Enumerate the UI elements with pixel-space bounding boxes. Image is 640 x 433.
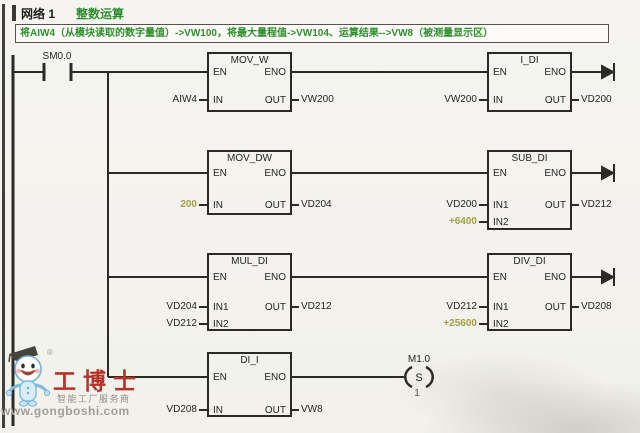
pin-in: IN bbox=[213, 200, 223, 211]
pin-en: EN bbox=[213, 372, 227, 383]
network-marker-bar bbox=[12, 5, 16, 21]
pin-in1: IN1 bbox=[213, 302, 229, 313]
pin-in2: IN2 bbox=[493, 319, 509, 330]
pin-eno: ENO bbox=[264, 372, 286, 383]
operand-vd212[interactable]: VD212 bbox=[446, 301, 477, 312]
operand-vd200[interactable]: VD200 bbox=[581, 94, 612, 105]
operand-const-6400[interactable]: +6400 bbox=[448, 216, 477, 227]
operand-vd200[interactable]: VD200 bbox=[446, 199, 477, 210]
pin-eno: ENO bbox=[264, 272, 286, 283]
operand-vd208[interactable]: VD208 bbox=[581, 301, 612, 312]
mascot-icon bbox=[5, 346, 51, 407]
operand-sm0-0[interactable]: SM0.0 bbox=[42, 51, 72, 62]
pin-in: IN bbox=[213, 95, 223, 106]
contact-sm0-0[interactable] bbox=[42, 63, 73, 81]
rung-open-arrow bbox=[572, 268, 616, 286]
pin-out: OUT bbox=[264, 200, 286, 211]
pin-out: OUT bbox=[264, 95, 286, 106]
network-label: 网络 1 bbox=[21, 7, 56, 21]
block-title: DIV_DI bbox=[513, 256, 546, 267]
coil-symbol: S bbox=[415, 372, 422, 384]
pin-out: OUT bbox=[264, 302, 286, 313]
function-block-i-di[interactable]: I_DI EN ENO IN OUT bbox=[487, 52, 572, 112]
operand-vd212[interactable]: VD212 bbox=[301, 301, 332, 312]
operand-vd204[interactable]: VD204 bbox=[301, 199, 332, 210]
brand-tagline: 智能工厂服务商 bbox=[57, 394, 131, 404]
watermark-logo: ® 工博士 智能工厂服务商 www.gongboshi.com bbox=[0, 340, 150, 432]
rung-open-arrow bbox=[572, 164, 616, 182]
pin-out: OUT bbox=[264, 405, 286, 416]
pin-in2: IN2 bbox=[493, 217, 509, 228]
pin-en: EN bbox=[493, 67, 507, 78]
function-block-mul-di[interactable]: MUL_DI EN ENO IN1 OUT IN2 bbox=[207, 253, 292, 331]
operand-vd204[interactable]: VD204 bbox=[166, 301, 197, 312]
pin-en: EN bbox=[493, 272, 507, 283]
operand-vw8[interactable]: VW8 bbox=[301, 404, 323, 415]
pin-en: EN bbox=[213, 272, 227, 283]
pin-in: IN bbox=[493, 95, 503, 106]
coil-m1-0[interactable]: S bbox=[404, 365, 434, 389]
operand-aiw4[interactable]: AIW4 bbox=[172, 94, 197, 105]
brand-url: www.gongboshi.com bbox=[1, 404, 130, 418]
network-title[interactable]: 整数运算 bbox=[76, 7, 125, 21]
function-block-div-di[interactable]: DIV_DI EN ENO IN1 OUT IN2 bbox=[487, 253, 572, 331]
operand-vw200[interactable]: VW200 bbox=[301, 94, 334, 105]
coil-set-count: 1 bbox=[414, 388, 420, 399]
pin-in1: IN1 bbox=[493, 200, 509, 211]
block-title: I_DI bbox=[520, 55, 539, 66]
pin-in2: IN2 bbox=[213, 319, 229, 330]
function-block-sub-di[interactable]: SUB_DI EN ENO IN1 OUT IN2 bbox=[487, 150, 572, 230]
pin-eno: ENO bbox=[544, 168, 566, 179]
operand-m1-0[interactable]: M1.0 bbox=[407, 354, 431, 365]
operand-vw200[interactable]: VW200 bbox=[444, 94, 477, 105]
function-block-mov-dw[interactable]: MOV_DW EN ENO IN OUT bbox=[207, 150, 292, 215]
pin-eno: ENO bbox=[544, 272, 566, 283]
pin-en: EN bbox=[493, 168, 507, 179]
function-block-mov-w[interactable]: MOV_W EN ENO IN OUT bbox=[207, 52, 292, 112]
operand-const-25600[interactable]: +25600 bbox=[443, 318, 477, 329]
operand-vd212[interactable]: VD212 bbox=[581, 199, 612, 210]
brand-text: 工博士 bbox=[53, 369, 143, 394]
operand-vd212[interactable]: VD212 bbox=[166, 318, 197, 329]
rung-open-arrow bbox=[572, 63, 616, 81]
pin-eno: ENO bbox=[264, 168, 286, 179]
operand-vd208[interactable]: VD208 bbox=[166, 404, 197, 415]
pin-in1: IN1 bbox=[493, 302, 509, 313]
block-title: SUB_DI bbox=[511, 153, 548, 164]
block-title: MOV_W bbox=[230, 55, 269, 66]
pin-in: IN bbox=[213, 405, 223, 416]
pin-eno: ENO bbox=[544, 67, 566, 78]
pin-en: EN bbox=[213, 168, 227, 179]
block-title: DI_I bbox=[240, 355, 259, 366]
pin-eno: ENO bbox=[264, 67, 286, 78]
pin-en: EN bbox=[213, 67, 227, 78]
pin-out: OUT bbox=[544, 95, 566, 106]
window-edge bbox=[2, 4, 5, 428]
function-block-di-i[interactable]: DI_I EN ENO IN OUT bbox=[207, 352, 292, 417]
block-title: MUL_DI bbox=[231, 256, 268, 267]
operand-const-200[interactable]: 200 bbox=[180, 199, 197, 210]
pin-out: OUT bbox=[544, 200, 566, 211]
network-comment[interactable]: 将AIW4（从模块读取的数字量值）->VW100，将最大量程值->VW104、运… bbox=[15, 24, 609, 43]
registered-mark-icon: ® bbox=[47, 348, 53, 357]
block-title: MOV_DW bbox=[227, 153, 272, 164]
pin-out: OUT bbox=[544, 302, 566, 313]
